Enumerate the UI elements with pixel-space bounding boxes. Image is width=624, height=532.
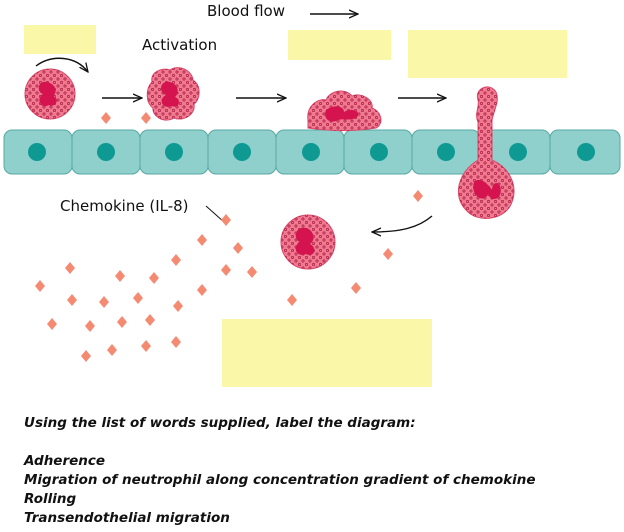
endothelial-nucleus (370, 143, 388, 161)
activation-label: Activation (142, 36, 218, 54)
chemokine-molecule (117, 316, 127, 328)
chemokine-molecule (383, 248, 393, 260)
instructions-prompt: Using the list of words supplied, label … (24, 415, 416, 431)
chemokine-molecule (233, 242, 243, 254)
label-box-adherence[interactable] (288, 30, 391, 60)
chemokine-molecule (197, 284, 207, 296)
chemokine-molecule (247, 266, 257, 278)
chemokine-molecule (99, 296, 109, 308)
blood-flow-label: Blood flow (207, 2, 285, 20)
chemokine-molecule (145, 314, 155, 326)
endothelial-nucleus (233, 143, 251, 161)
chemokine-molecule (221, 264, 231, 276)
chemokine-molecule (67, 294, 77, 306)
endothelial-nucleus (577, 143, 595, 161)
word-list-item: Migration of neutrophil along concentrat… (24, 472, 536, 488)
chemokine-molecule (81, 350, 91, 362)
chemokine-molecule (65, 262, 75, 274)
endothelium (3, 129, 621, 175)
step-arrow-4 (372, 215, 433, 232)
label-box-chemokine-migration[interactable] (222, 319, 432, 387)
chemokine-leader-line (205, 205, 225, 223)
rolling-arrow (35, 57, 88, 72)
chemokine-molecule (171, 254, 181, 266)
endothelial-nucleus (28, 143, 46, 161)
endothelial-nucleus (97, 143, 115, 161)
word-list-item: Adherence (24, 453, 106, 469)
chemokine-molecule (141, 112, 151, 124)
chemokine-molecule (115, 270, 125, 282)
neutrophil-adherent (307, 90, 382, 132)
chemokine-molecule (47, 318, 57, 330)
chemokine-molecule (197, 234, 207, 246)
chemokine-molecule (171, 336, 181, 348)
spacer (24, 433, 536, 452)
neutrophil-transmigrating (457, 86, 515, 219)
neutrophil-migrating (280, 214, 336, 270)
chemokine-molecule (287, 294, 297, 306)
endothelial-nucleus (509, 143, 527, 161)
instructions: Using the list of words supplied, label … (24, 414, 536, 528)
endothelial-nucleus (165, 143, 183, 161)
chemokine-gradient (35, 112, 423, 362)
chemokine-molecule (351, 282, 361, 294)
neutrophil-activated (146, 67, 200, 121)
chemokine-molecule (173, 300, 183, 312)
endothelial-nucleus (437, 143, 455, 161)
chemokine-molecule (101, 112, 111, 124)
chemokine-molecule (413, 190, 423, 202)
chemokine-molecule (35, 280, 45, 292)
chemokine-molecule (149, 272, 159, 284)
chemokine-molecule (133, 292, 143, 304)
neutrophil-rolling (24, 68, 76, 120)
chemokine-molecule (221, 214, 231, 226)
chemokine-label: Chemokine (IL-8) (60, 197, 189, 215)
label-box-rolling[interactable] (24, 25, 96, 54)
word-list-item: Transendothelial migration (24, 510, 230, 526)
label-box-transendothelial-migration[interactable] (408, 30, 567, 78)
endothelial-nucleus (302, 143, 320, 161)
chemokine-molecule (141, 340, 151, 352)
chemokine-molecule (85, 320, 95, 332)
word-list-item: Rolling (24, 491, 77, 507)
chemokine-molecule (107, 344, 117, 356)
